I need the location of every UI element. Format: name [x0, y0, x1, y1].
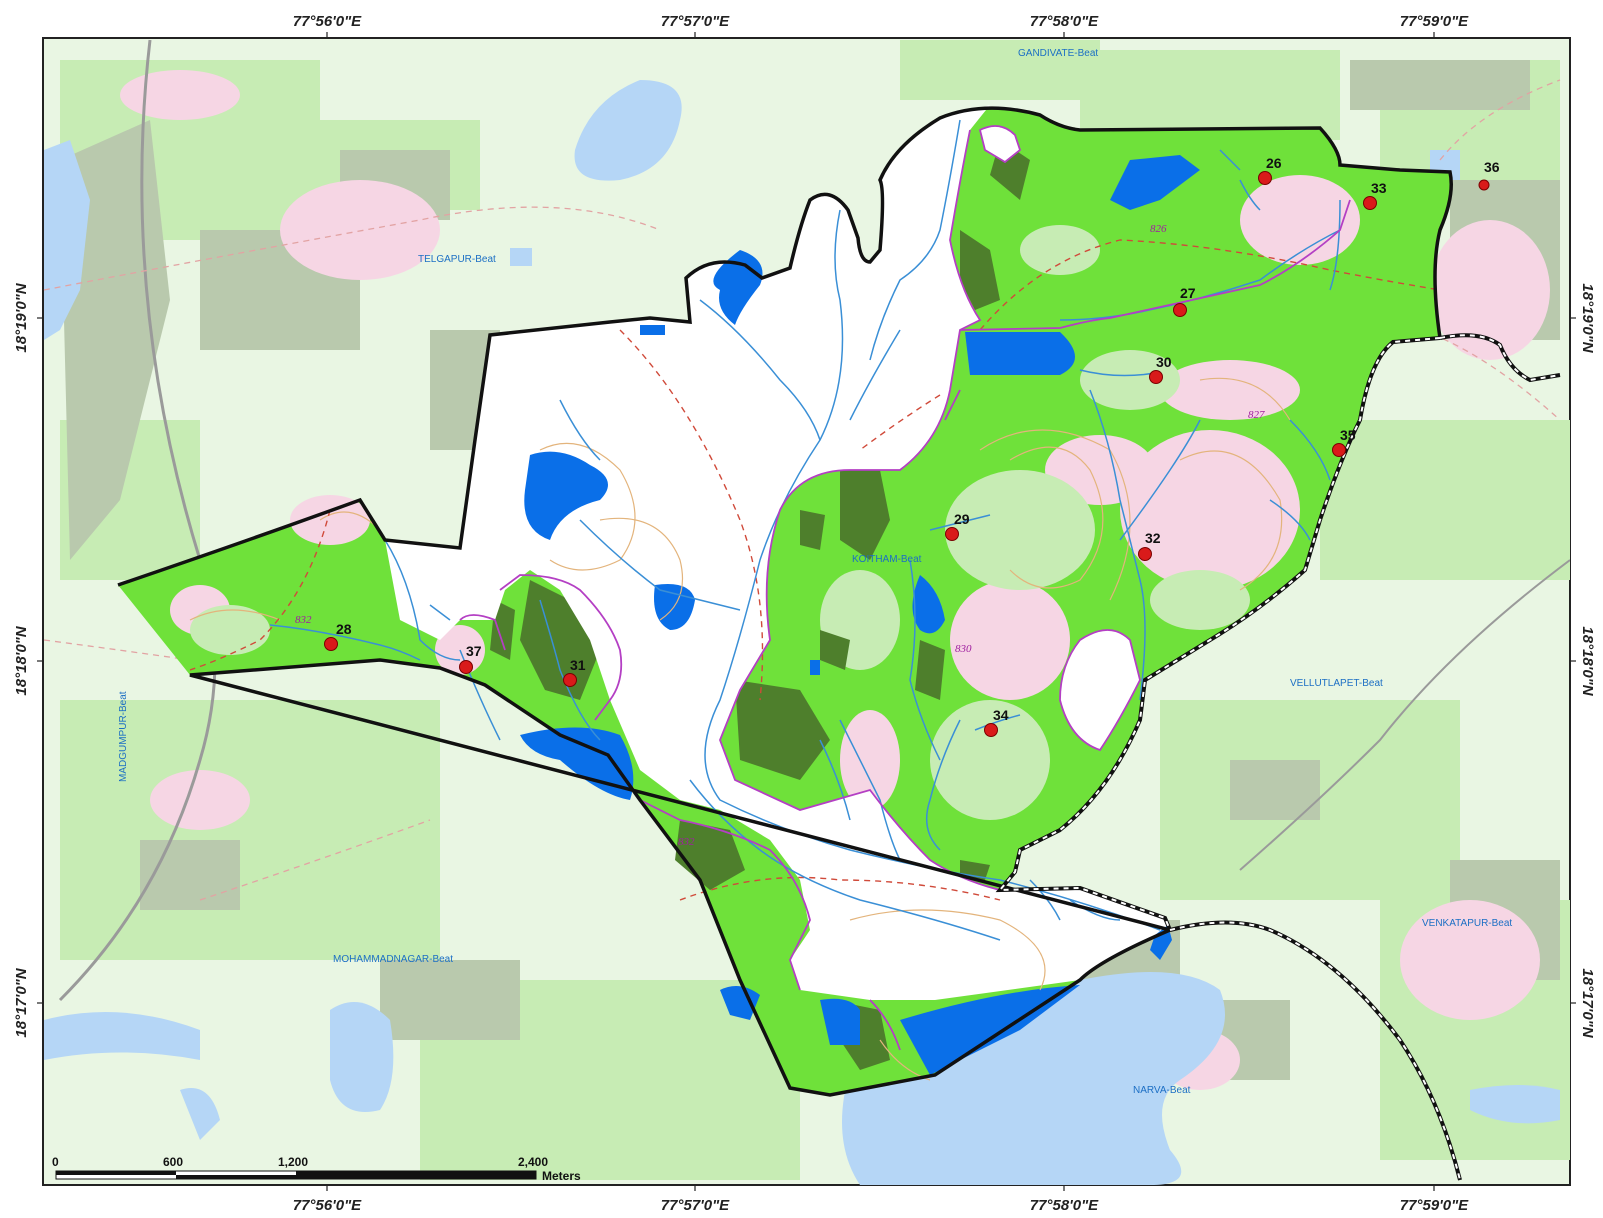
- sample-point[interactable]: 29: [945, 511, 970, 541]
- range-boundary-dashes: [997, 334, 1561, 1181]
- beat-label-madgumpur: MADGUMPUR-Beat: [118, 691, 129, 782]
- point-label: 35: [1340, 427, 1356, 443]
- sample-point[interactable]: 35: [1332, 427, 1356, 457]
- scale-tick-0: 0: [52, 1155, 59, 1169]
- streams: [269, 119, 1341, 941]
- forest-roads: [189, 239, 1441, 901]
- lon-label-top: 77°59'0"E: [1400, 13, 1469, 30]
- compartment-label: 826: [1150, 223, 1167, 235]
- outside-tracks: [43, 79, 1561, 901]
- beat-label-vellutlapet: VELLUTLAPET-Beat: [1290, 678, 1383, 689]
- scale-tick-600: 600: [163, 1155, 183, 1169]
- map-body: [43, 39, 1570, 1185]
- lat-label-right: 18°18'0"N: [1579, 626, 1596, 696]
- lon-label-top: 77°58'0"E: [1030, 13, 1099, 30]
- point-label: 34: [993, 707, 1009, 723]
- forest-block-boundary: [117, 106, 1453, 1097]
- beat-label-venkatapur: VENKATAPUR-Beat: [1422, 918, 1512, 929]
- outside-road-east: [1239, 559, 1570, 871]
- beat-label-telgapur: TELGAPUR-Beat: [418, 254, 496, 265]
- point-label: 27: [1180, 285, 1196, 301]
- lon-label-bottom: 77°57'0"E: [661, 1197, 730, 1214]
- sample-points: 26 27 28 29 30 31 32 33 34 35 36 37: [324, 155, 1500, 737]
- sample-point[interactable]: 33: [1363, 180, 1387, 210]
- compartment-label: 830: [955, 643, 972, 655]
- sample-point[interactable]: 28: [324, 621, 352, 651]
- inside-pink-patches: [170, 175, 1360, 810]
- outside-pink-patches: [120, 70, 1550, 1090]
- beat-label-gandivate: GANDIVATE-Beat: [1018, 48, 1098, 59]
- point-label: 26: [1266, 155, 1282, 171]
- scale-unit: Meters: [542, 1169, 581, 1183]
- beat-label-koitham: KOITHAM-Beat: [852, 554, 922, 565]
- longitude-labels-bottom: 77°56'0"E 77°57'0"E 77°58'0"E 77°59'0"E: [293, 1197, 1469, 1214]
- beat-labels: GANDIVATE-Beat TELGAPUR-Beat MADGUMPUR-B…: [118, 48, 1512, 1096]
- lon-label-top: 77°56'0"E: [293, 13, 362, 30]
- point-label: 28: [336, 621, 352, 637]
- latitude-labels-right: 18°19'0"N 18°18'0"N 18°17'0"N: [1579, 283, 1596, 1038]
- lon-label-bottom: 77°58'0"E: [1030, 1197, 1099, 1214]
- sample-point[interactable]: 37: [459, 643, 482, 674]
- lon-label-top: 77°57'0"E: [661, 13, 730, 30]
- longitude-labels-top: 77°56'0"E 77°57'0"E 77°58'0"E 77°59'0"E: [293, 13, 1469, 30]
- inside-dense-forest: [490, 140, 1030, 1070]
- point-label: 33: [1371, 180, 1387, 196]
- lon-label-bottom: 77°59'0"E: [1400, 1197, 1469, 1214]
- point-label: 29: [954, 511, 970, 527]
- sample-point[interactable]: 30: [1149, 354, 1172, 384]
- beat-label-narva: NARVA-Beat: [1133, 1085, 1191, 1096]
- lat-label-left: 18°19'0"N: [13, 282, 30, 352]
- compartment-label: 827: [1248, 409, 1265, 421]
- lat-label-right: 18°19'0"N: [1579, 283, 1596, 353]
- compartment-boundaries: [459, 125, 1351, 1051]
- point-label: 36: [1484, 159, 1500, 175]
- compartment-label: 832: [295, 614, 312, 626]
- lat-label-left: 18°17'0"N: [13, 967, 30, 1037]
- sample-point[interactable]: 34: [984, 707, 1009, 737]
- compartment-labels: 826 827 830 832 832: [295, 223, 1265, 848]
- scale-tick-1200: 1,200: [278, 1155, 308, 1169]
- compartment-label: 832: [678, 836, 695, 848]
- latitude-labels-left: 18°19'0"N 18°18'0"N 18°17'0"N: [13, 282, 30, 1037]
- lon-label-bottom: 77°56'0"E: [293, 1197, 362, 1214]
- scale-bar: 0 600 1,200 2,400 Meters: [52, 1155, 581, 1183]
- point-label: 31: [570, 657, 586, 673]
- graticule-ticks: [37, 32, 1576, 1191]
- scale-tick-2400: 2,400: [518, 1155, 548, 1169]
- inside-light-green: [190, 225, 1250, 820]
- lat-label-left: 18°18'0"N: [13, 625, 30, 695]
- sample-point[interactable]: 27: [1173, 285, 1196, 317]
- point-label: 37: [466, 643, 482, 659]
- point-label: 30: [1156, 354, 1172, 370]
- sample-point[interactable]: 32: [1138, 530, 1161, 561]
- beat-label-mohammadnagar: MOHAMMADNAGAR-Beat: [333, 954, 453, 965]
- point-label: 32: [1145, 530, 1161, 546]
- lat-label-right: 18°17'0"N: [1579, 968, 1596, 1038]
- sample-point[interactable]: 26: [1258, 155, 1282, 185]
- sample-point[interactable]: 31: [563, 657, 586, 687]
- sample-point[interactable]: 36: [1478, 159, 1500, 191]
